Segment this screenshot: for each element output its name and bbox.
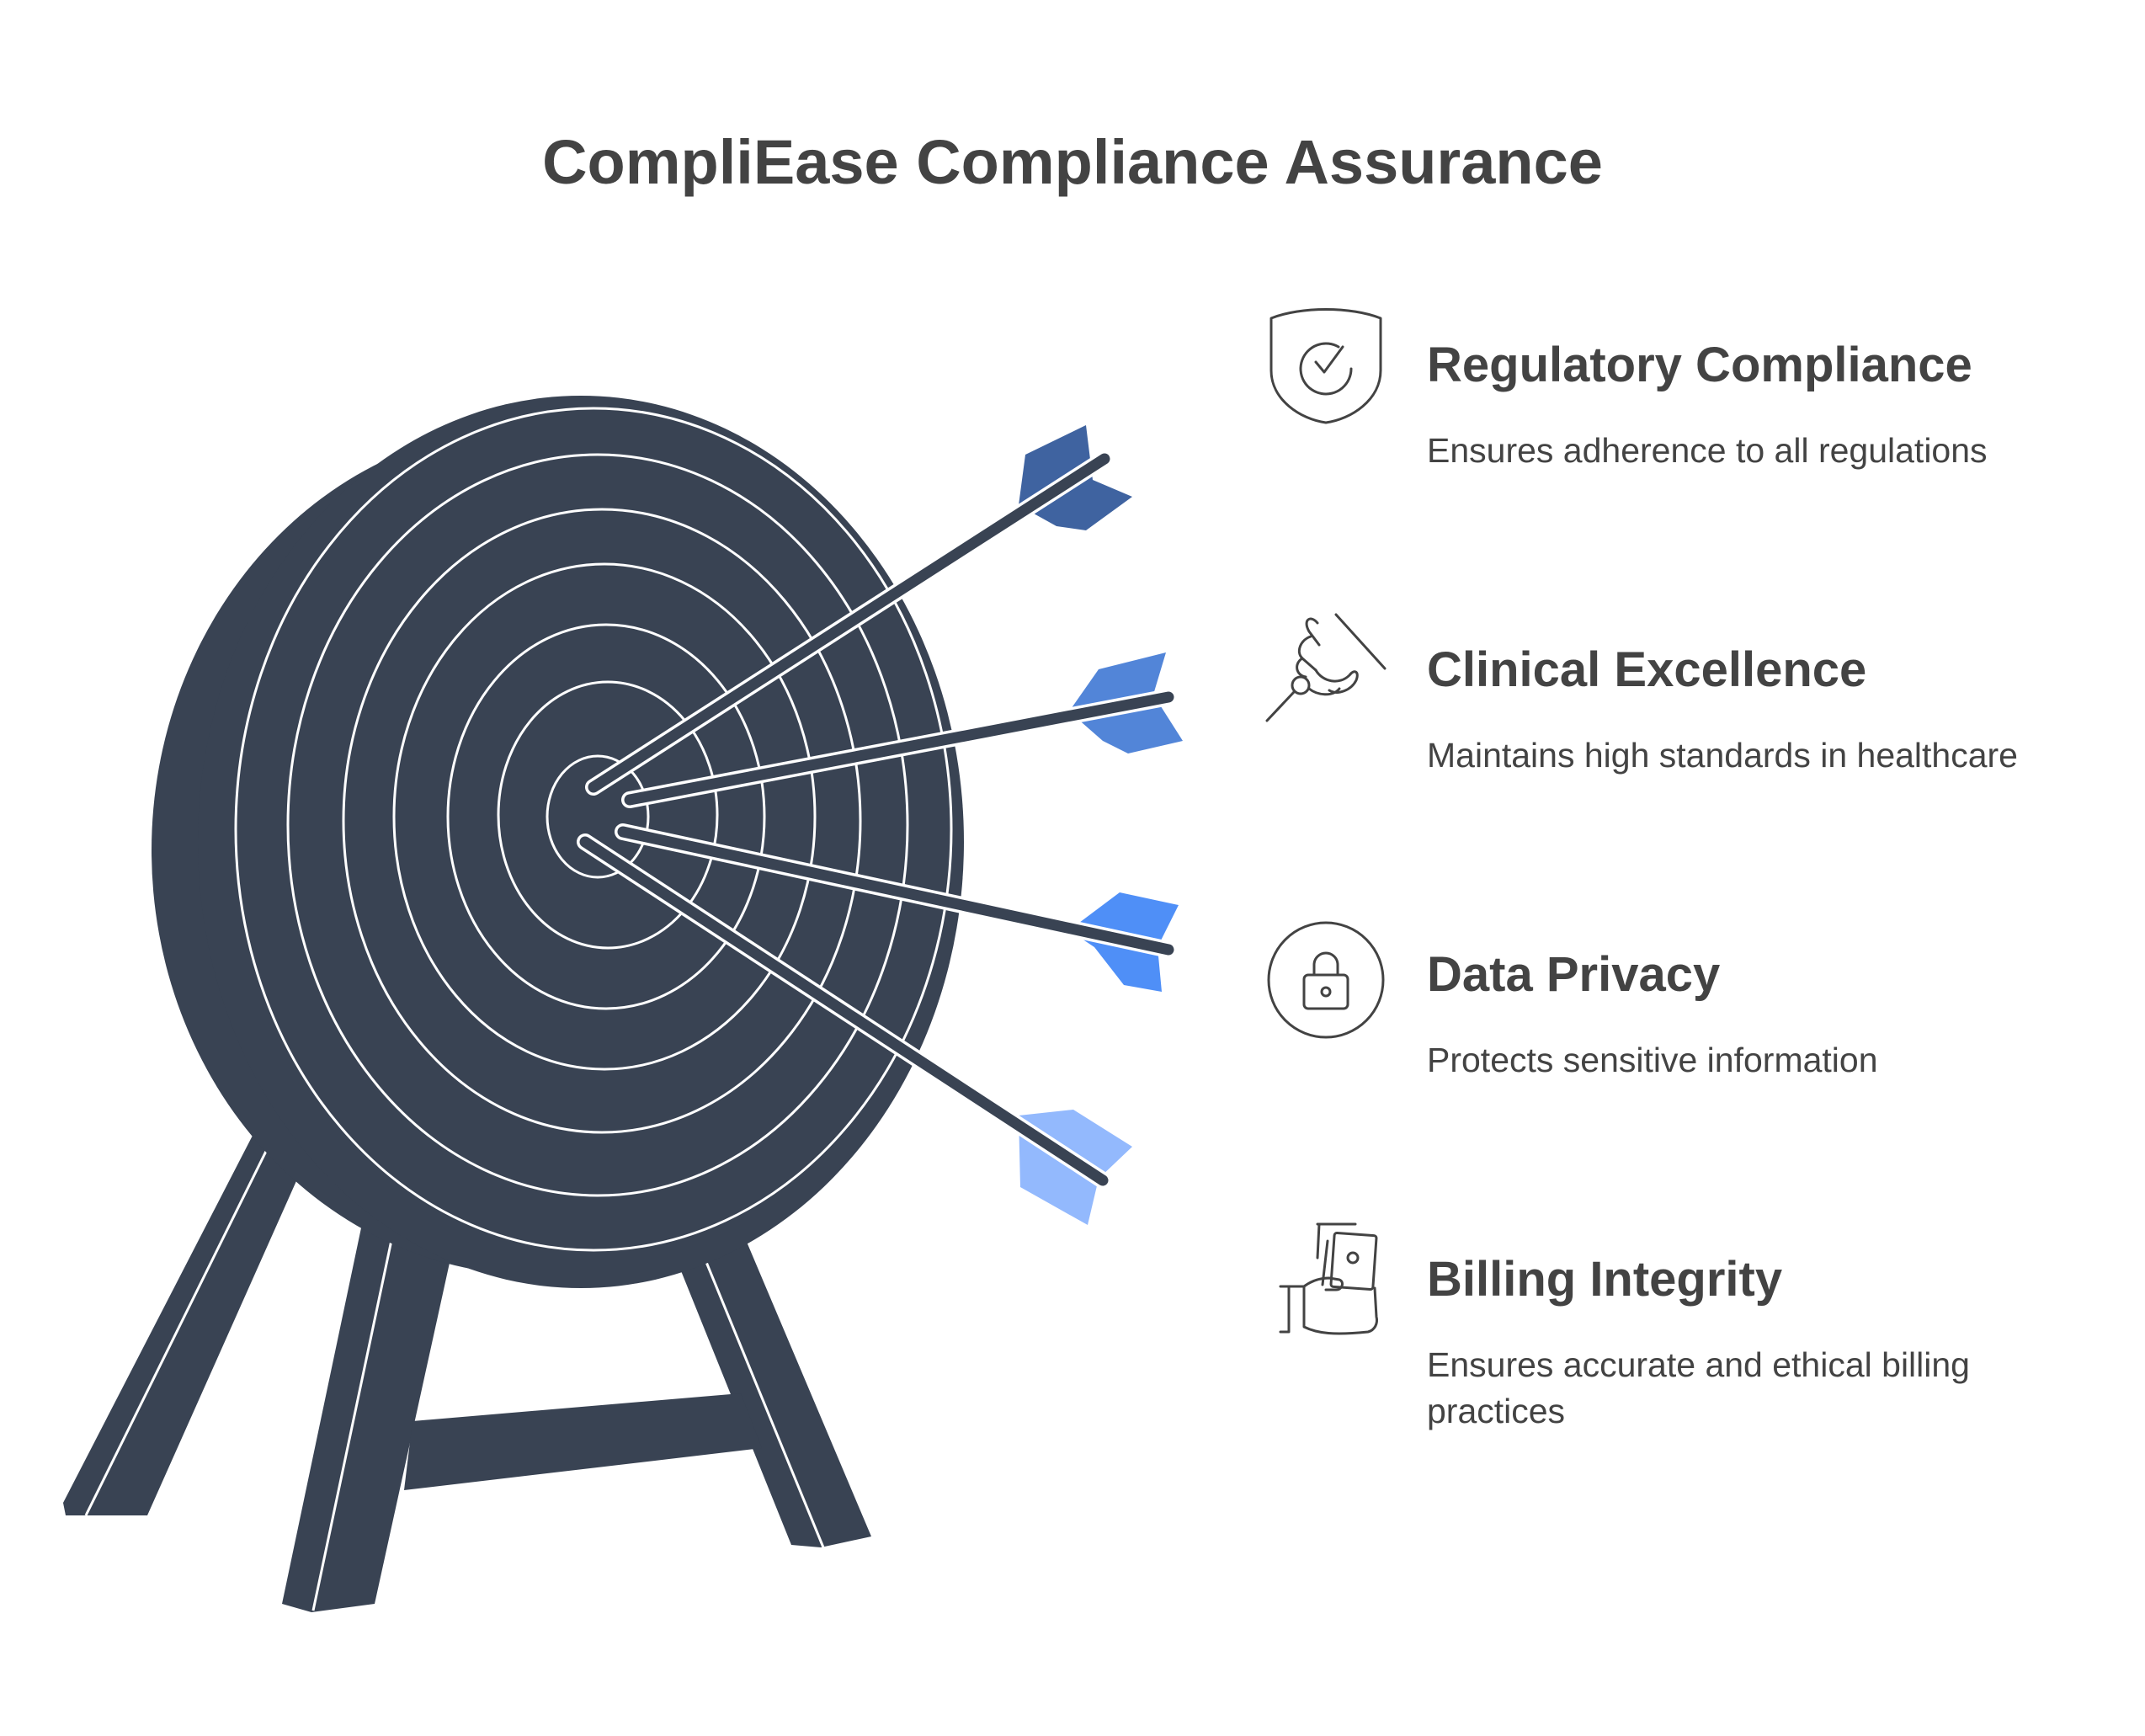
shield-check-icon (1269, 308, 1382, 424)
item-description: Ensures accurate and ethical billing pra… (1427, 1345, 1970, 1430)
arrow-2 (621, 652, 1183, 808)
target-ring-1 (234, 407, 953, 1252)
hand-pointer-icon (1265, 613, 1387, 722)
item-label: Regulatory Compliance (1427, 338, 1972, 392)
arrow-4-shaft-core (579, 836, 1109, 1186)
hand-money-icon (1279, 1222, 1378, 1335)
padlock-icon (1267, 921, 1385, 1039)
easel (63, 1103, 871, 1612)
easel-leg-left (63, 1103, 320, 1515)
target-rings (234, 407, 953, 1252)
arrows (577, 425, 1183, 1225)
easel-crossbar (404, 1393, 762, 1490)
item-description: Protects sensitive information (1427, 1041, 1878, 1079)
arrow-1-shaft-core (588, 453, 1110, 793)
easel-leg-left-highlight (84, 1115, 285, 1516)
target-ring-bullseye (546, 754, 650, 879)
item-label: Data Privacy (1427, 947, 1721, 1002)
easel-leg-middle (282, 1204, 459, 1612)
item-label: Billing Integrity (1427, 1252, 1783, 1307)
arrow-3-shaft-core (617, 826, 1174, 956)
target-board (152, 396, 964, 1288)
target-ring-2 (286, 453, 909, 1197)
arrow-1 (585, 425, 1132, 796)
easel-leg-middle-highlight (311, 1211, 399, 1611)
page-title: CompliEase Compliance Assurance (542, 127, 1603, 197)
target-ring-6 (497, 680, 719, 950)
target-ring-5 (446, 623, 766, 1010)
target-ring-4 (392, 562, 817, 1071)
arrow-4 (577, 833, 1132, 1225)
easel-leg-right (661, 1208, 871, 1547)
target-illustration (63, 396, 1183, 1612)
arrow-3 (615, 823, 1179, 992)
arrow-2-shaft-core (624, 691, 1174, 806)
item-label: Clinical Excellence (1427, 642, 1867, 697)
item-description: Maintains high standards in healthcare (1427, 736, 2018, 775)
easel-leg-right-highlight (687, 1218, 825, 1548)
target-ring-3 (342, 508, 862, 1134)
item-description: Ensures adherence to all regulations (1427, 431, 1988, 470)
